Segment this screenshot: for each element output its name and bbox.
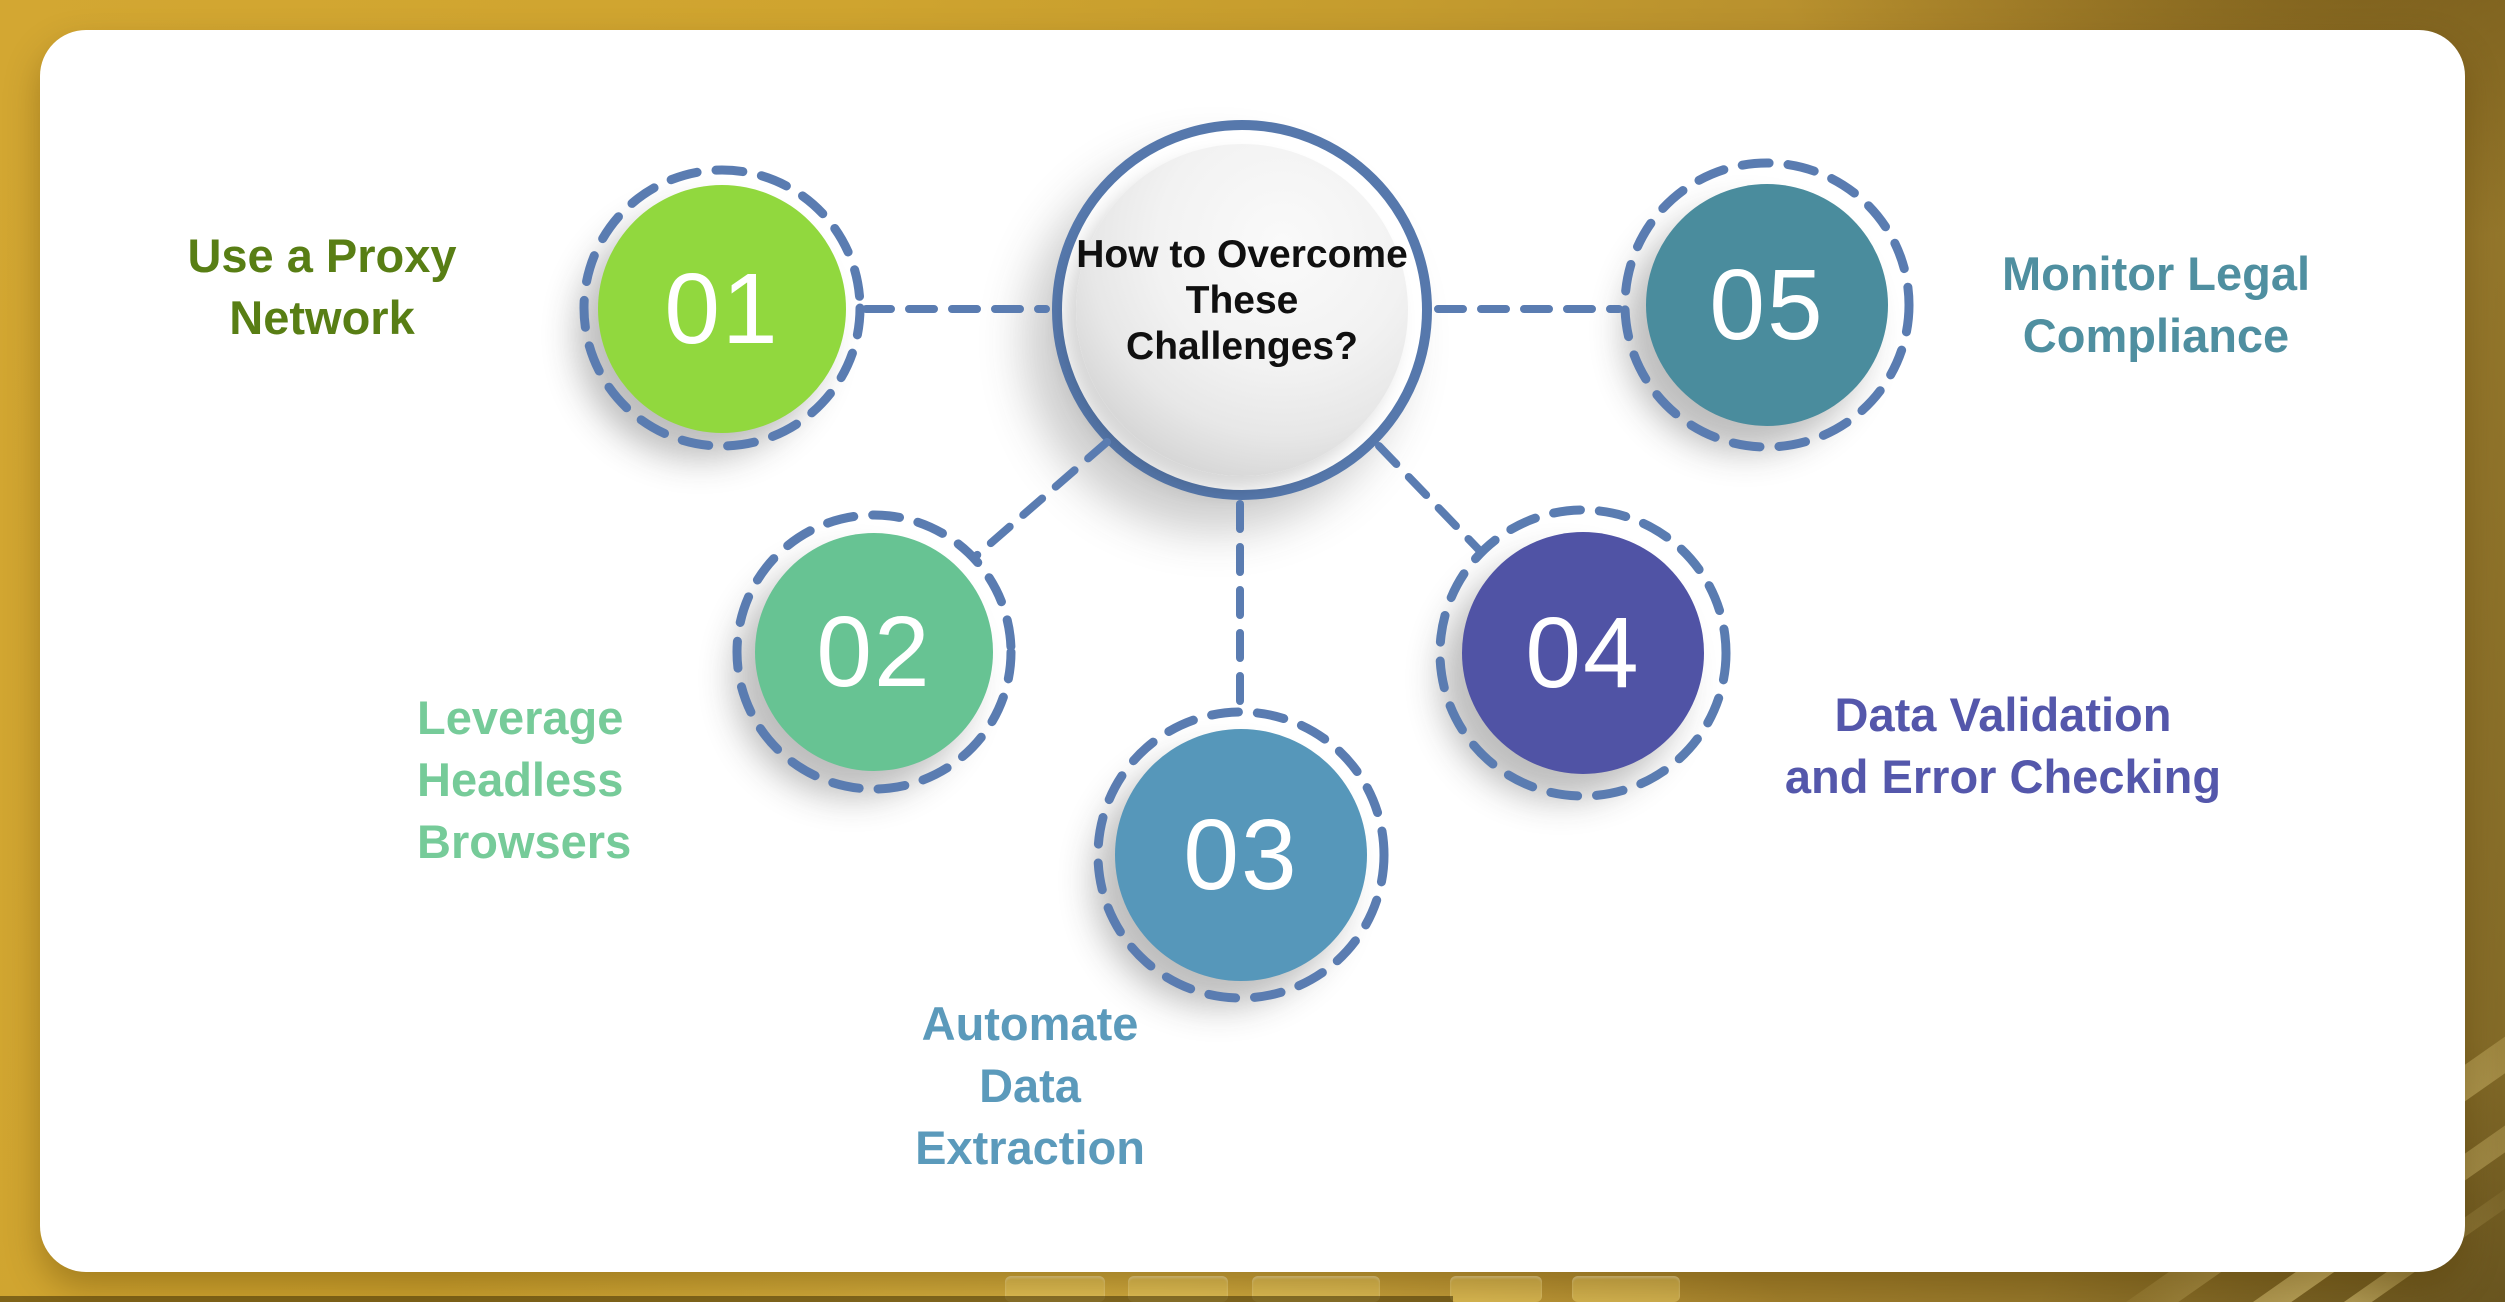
step-number: 01 <box>664 252 780 365</box>
step-circle-04: 04 <box>1462 532 1704 774</box>
step-circle-01: 01 <box>598 185 846 433</box>
step-circle-02: 02 <box>755 533 993 771</box>
step-label-02: Leverage Headless Browsers <box>417 687 757 873</box>
center-circle: How to Overcome These Challenges? <box>1052 120 1432 500</box>
step-number: 04 <box>1525 596 1641 709</box>
center-title: How to Overcome These Challenges? <box>1076 232 1408 370</box>
step-number: 05 <box>1709 248 1825 361</box>
center-title-line: How to <box>1076 233 1207 276</box>
label-line: Automate <box>921 997 1139 1050</box>
label-line: and Error Checking <box>1784 750 2222 803</box>
center-title-line: These <box>1185 279 1299 322</box>
label-line: Data Validation <box>1834 688 2172 741</box>
step-number: 02 <box>816 595 932 708</box>
step-label-03: Automate Data Extraction <box>820 993 1240 1179</box>
label-line: Extraction <box>915 1121 1145 1174</box>
center-circle-face: How to Overcome These Challenges? <box>1076 144 1408 476</box>
step-number: 03 <box>1183 798 1299 911</box>
label-line: Compliance <box>2022 309 2290 362</box>
center-title-line: Challenges? <box>1126 325 1358 368</box>
label-line: Leverage <box>417 691 624 744</box>
bottom-shadow-edge <box>0 1296 1453 1302</box>
label-line: Use a Proxy <box>187 229 457 282</box>
keyboard-key <box>1572 1276 1680 1302</box>
label-line: Data <box>979 1059 1081 1112</box>
center-title-line: Overcome <box>1217 233 1408 276</box>
step-label-01: Use a Proxy Network <box>92 225 552 349</box>
label-line: Monitor Legal <box>2001 247 2311 300</box>
step-circle-03: 03 <box>1115 729 1367 981</box>
step-circle-05: 05 <box>1646 184 1888 426</box>
label-line: Headless <box>417 753 624 806</box>
step-label-05: Monitor Legal Compliance <box>1936 243 2376 367</box>
label-line: Network <box>229 291 415 344</box>
step-label-04: Data Validation and Error Checking <box>1733 684 2273 808</box>
label-line: Browsers <box>417 815 632 868</box>
keyboard-key <box>1450 1276 1542 1302</box>
